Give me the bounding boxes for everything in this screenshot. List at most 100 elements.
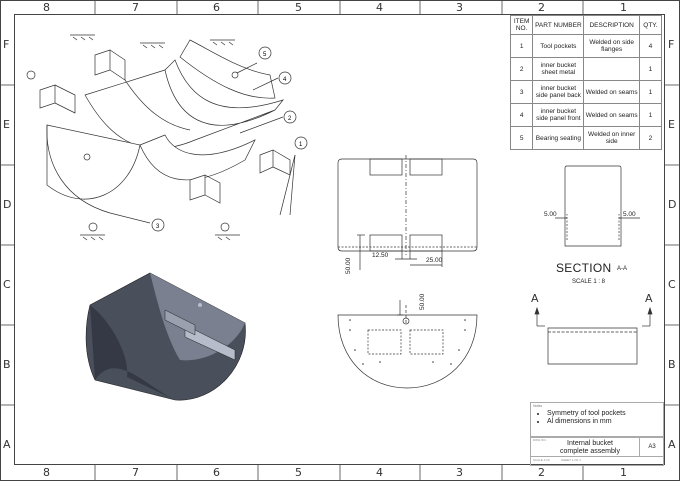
zone-col-1-bottom: 1: [620, 466, 627, 479]
drawing-title-line1: Internal bucket: [567, 440, 613, 447]
title-block-scale: SCALE 1:10: [533, 458, 550, 462]
zone-col-2-bottom: 2: [538, 466, 545, 479]
bom-row: 3 inner bucket side panel back Welded on…: [509, 80, 663, 104]
bom-header-item: ITEM NO.: [509, 15, 534, 35]
bom-desc: [583, 57, 640, 81]
zone-row-f-right: F: [668, 38, 675, 51]
bom-qty: 1: [638, 103, 663, 127]
zone-col-4-top: 4: [376, 1, 383, 14]
zone-row-c-right: C: [668, 278, 676, 291]
bom-item: 4: [509, 103, 534, 127]
zone-col-2-top: 2: [538, 1, 545, 14]
zone-row-b-right: B: [668, 358, 676, 371]
zone-col-3-bottom: 3: [456, 466, 463, 479]
bom-item: 1: [509, 34, 534, 58]
bill-of-materials: ITEM NO. PART NUMBER DESCRIPTION QTY. 1 …: [509, 15, 663, 150]
zone-row-f-left: F: [3, 38, 10, 51]
zone-col-1-top: 1: [620, 1, 627, 14]
balloon-1-label: 1: [299, 142, 303, 148]
zone-col-6-top: 6: [213, 1, 220, 14]
title-block-divider: [531, 456, 663, 457]
balloon-3: [151, 218, 165, 232]
zone-col-7-top: 7: [132, 1, 139, 14]
bom-qty: 1: [638, 80, 663, 104]
bom-item: 3: [509, 80, 534, 104]
zone-col-5-top: 5: [295, 1, 302, 14]
bom-part: inner bucket sheet metal: [532, 57, 585, 81]
dim-25-00: 25.00: [426, 257, 443, 264]
side-view: [555, 165, 640, 247]
bom-header-row: ITEM NO. PART NUMBER DESCRIPTION QTY.: [509, 15, 663, 35]
zone-col-6-bottom: 6: [213, 466, 220, 479]
bom-header-qty: QTY.: [638, 15, 663, 35]
title-block-name-label: DWG NO.: [533, 438, 547, 442]
balloon-3-label: 3: [156, 224, 160, 230]
front-view: [337, 300, 478, 389]
dim-50-00-left: 50.00: [345, 257, 352, 274]
section-a-a-view: [534, 306, 653, 365]
zone-col-4-bottom: 4: [376, 466, 383, 479]
bom-item: 2: [509, 57, 534, 81]
bom-row: 1 Tool pockets Welded on side flanges 4: [509, 34, 663, 58]
dim-50-00-front: 50.00: [419, 293, 426, 310]
bom-desc: Welded on inner side: [583, 126, 640, 150]
section-dim-left: 5.00: [544, 211, 557, 218]
cut-label-right: A: [645, 292, 653, 305]
zone-row-a-right: A: [668, 438, 676, 451]
balloon-2: [283, 110, 297, 124]
cut-label-left: A: [531, 292, 539, 305]
section-scale: SCALE 1 : 8: [572, 279, 606, 285]
zone-row-c-left: C: [3, 278, 11, 291]
balloon-5-label: 5: [263, 52, 267, 58]
dim-12-50: 12.50: [372, 252, 389, 259]
title-block: DWG NO. Internal bucket complete assembl…: [530, 436, 664, 466]
bom-qty: 4: [638, 34, 663, 58]
bom-part: inner bucket side panel front: [532, 103, 585, 127]
note-item: Symmetry of tool pockets: [547, 410, 663, 418]
bom-header-description: DESCRIPTION: [583, 15, 640, 35]
notes-box: Notes Symmetry of tool pockets Al dimens…: [530, 402, 664, 438]
zone-row-d-left: D: [3, 198, 12, 211]
balloon-5: [258, 46, 272, 60]
bom-row: 4 inner bucket side panel front Welded o…: [509, 103, 663, 127]
top-view: [337, 155, 478, 270]
bom-part: inner bucket side panel back: [532, 80, 585, 104]
balloon-1: [294, 136, 308, 150]
bom-row: 5 Bearing seating Welded on inner side 2: [509, 126, 663, 150]
note-item: Al dimensions in mm: [547, 418, 663, 426]
zone-col-8-top: 8: [43, 1, 50, 14]
zone-col-8-bottom: 8: [43, 466, 50, 479]
drawing-title: Internal bucket complete assembly: [545, 440, 635, 456]
bom-qty: 1: [638, 57, 663, 81]
zone-row-a-left: A: [3, 438, 11, 451]
bom-qty: 2: [638, 126, 663, 150]
zone-row-e-right: E: [668, 118, 675, 131]
section-title: SECTION: [556, 261, 612, 275]
balloon-4: [278, 71, 292, 85]
zone-row-d-right: D: [668, 198, 677, 211]
zone-col-7-bottom: 7: [132, 466, 139, 479]
shaded-iso-view: [85, 272, 246, 401]
bom-desc: Welded on side flanges: [583, 34, 640, 58]
zone-row-b-left: B: [3, 358, 11, 371]
notes-label: Notes: [533, 404, 543, 408]
section-suffix: A-A: [617, 266, 628, 272]
bom-desc: Welded on seams: [583, 80, 640, 104]
drawing-title-line2: complete assembly: [560, 448, 620, 455]
exploded-view: 5 4 2 1 3: [26, 34, 308, 241]
balloon-2-label: 2: [288, 116, 292, 122]
zone-row-e-left: E: [3, 118, 10, 131]
title-block-sheet: SHEET 1 OF 1: [561, 458, 581, 462]
zone-col-5-bottom: 5: [295, 466, 302, 479]
bom-desc: Welded on seams: [583, 103, 640, 127]
bom-part: Bearing seating: [532, 126, 585, 150]
balloon-4-label: 4: [283, 77, 287, 83]
bom-row: 2 inner bucket sheet metal 1: [509, 57, 663, 81]
sheet-size: A3: [639, 437, 664, 456]
bom-header-part: PART NUMBER: [532, 15, 585, 35]
section-dim-right: 5.00: [623, 211, 636, 218]
zone-col-3-top: 3: [456, 1, 463, 14]
bom-part: Tool pockets: [532, 34, 585, 58]
bom-item: 5: [509, 126, 534, 150]
